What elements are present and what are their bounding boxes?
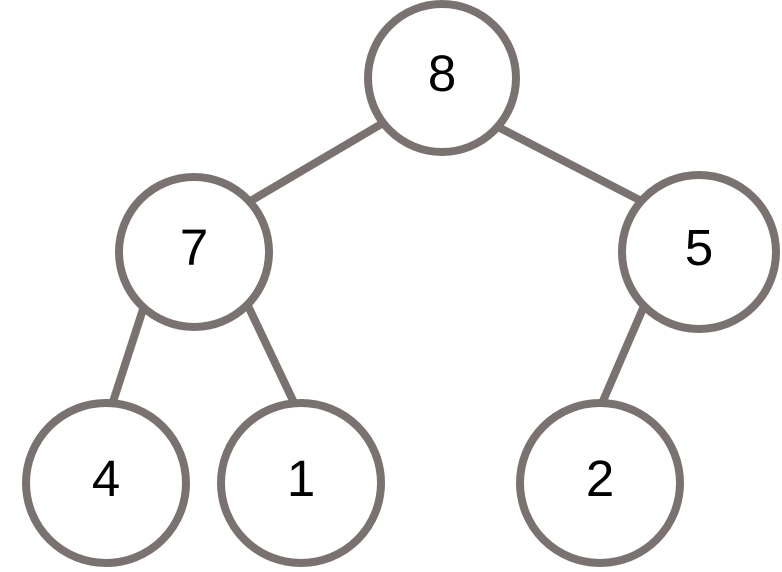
tree-nodes-layer: 8 7 5 4 1 2	[22, 0, 780, 567]
tree-edge-7-1	[242, 299, 302, 412]
tree-node-4: 4	[22, 399, 190, 567]
tree-node-7: 7	[115, 173, 273, 331]
tree-edge-7-4	[107, 294, 152, 409]
tree-node-value-2: 2	[586, 450, 614, 507]
tree-edge-8-7	[243, 118, 387, 208]
tree-node-value-8: 8	[428, 45, 456, 102]
tree-node-5: 5	[618, 171, 780, 333]
tree-node-value-5: 5	[685, 219, 713, 276]
tree-node-value-1: 1	[287, 450, 315, 507]
tree-node-circle-8	[364, 0, 520, 156]
tree-node-8: 8	[364, 0, 520, 156]
tree-node-value-7: 7	[180, 219, 208, 276]
tree-node-circle-1	[217, 399, 385, 567]
tree-node-value-4: 4	[92, 450, 120, 507]
tree-node-circle-7	[115, 173, 273, 331]
tree-edges-layer	[107, 118, 649, 414]
tree-node-circle-4	[22, 399, 190, 567]
tree-node-1: 1	[217, 399, 385, 567]
tree-node-2: 2	[516, 399, 684, 567]
tree-edge-5-2	[594, 301, 649, 414]
tree-node-circle-2	[516, 399, 684, 567]
tree-edge-8-5	[488, 119, 645, 206]
tree-node-circle-5	[618, 171, 780, 333]
